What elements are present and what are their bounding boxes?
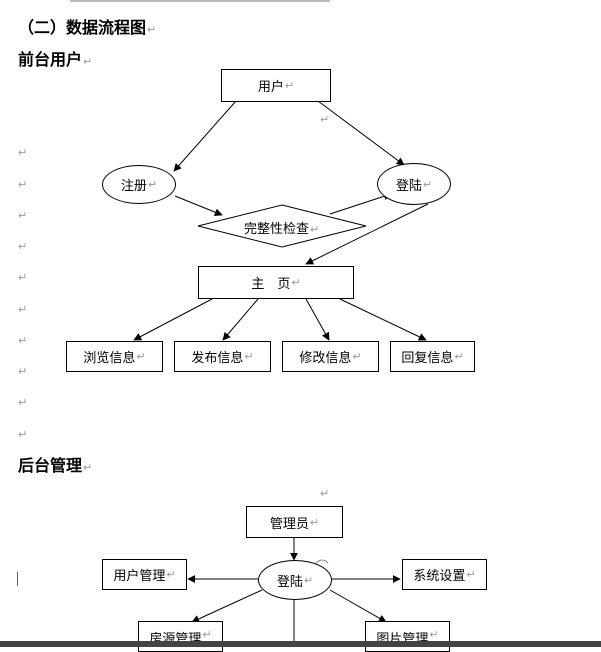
arrow-home-modify xyxy=(305,298,330,341)
arrow-user-login xyxy=(317,100,405,166)
bottom-bar xyxy=(0,641,601,647)
node-image-mgmt[interactable]: 图片管理↵ xyxy=(365,621,450,652)
node-check-label: 完整性检查↵ xyxy=(244,222,320,237)
check-diamond xyxy=(197,204,367,248)
rotation-handle xyxy=(315,559,329,564)
node-modify[interactable]: 修改信息↵ xyxy=(282,341,379,372)
paragraph-mark: ↵ xyxy=(18,146,28,159)
arrow-user-register xyxy=(173,100,237,172)
node-home[interactable]: 主 页↵ xyxy=(198,266,354,299)
paragraph-mark: ↵ xyxy=(320,487,330,500)
section-title: （二）数据流程图↵ xyxy=(18,18,157,37)
arrow-home-reply xyxy=(339,298,427,341)
node-house-mgmt[interactable]: 房源管理↵ xyxy=(138,621,223,652)
paragraph-mark: ↵ xyxy=(18,334,28,347)
back-section-title: 后台管理↵ xyxy=(18,456,93,475)
paragraph-mark: ↵ xyxy=(18,396,28,409)
node-back-login[interactable]: 登陆↵ xyxy=(258,560,332,600)
paragraph-mark: ↵ xyxy=(18,240,28,253)
node-browse[interactable]: 浏览信息↵ xyxy=(66,341,163,372)
arrow-register-check xyxy=(174,195,223,217)
front-section-title: 前台用户↵ xyxy=(18,50,93,69)
paragraph-mark: ↵ xyxy=(18,303,28,316)
node-reply[interactable]: 回复信息↵ xyxy=(390,341,475,372)
paragraph-mark: ↵ xyxy=(18,271,28,284)
arrow-login-home xyxy=(305,203,429,265)
paragraph-mark: ↵ xyxy=(320,113,330,126)
paragraph-mark: ↵ xyxy=(18,209,28,222)
node-user-mgmt[interactable]: 用户管理↵ xyxy=(102,559,187,590)
arrow-home-browse xyxy=(133,298,213,341)
paragraph-mark: ↵ xyxy=(18,365,28,378)
paragraph-mark: ↵ xyxy=(18,428,28,441)
arrow-login-house-mgmt xyxy=(191,589,263,623)
node-user[interactable]: 用户↵ xyxy=(221,69,331,102)
paragraph-mark: ↵ xyxy=(18,178,28,191)
node-login[interactable]: 登陆↵ xyxy=(377,163,451,205)
previous-text-remnant xyxy=(70,0,330,2)
arrow-login-image-mgmt xyxy=(329,589,387,623)
arrow-check-login xyxy=(329,192,392,215)
node-publish[interactable]: 发布信息↵ xyxy=(174,341,271,372)
text-cursor xyxy=(17,572,18,586)
node-register[interactable]: 注册↵ xyxy=(102,165,176,204)
node-admin[interactable]: 管理员↵ xyxy=(246,506,343,538)
node-settings[interactable]: 系统设置↵ xyxy=(402,559,487,590)
arrow-home-publish xyxy=(222,298,259,341)
